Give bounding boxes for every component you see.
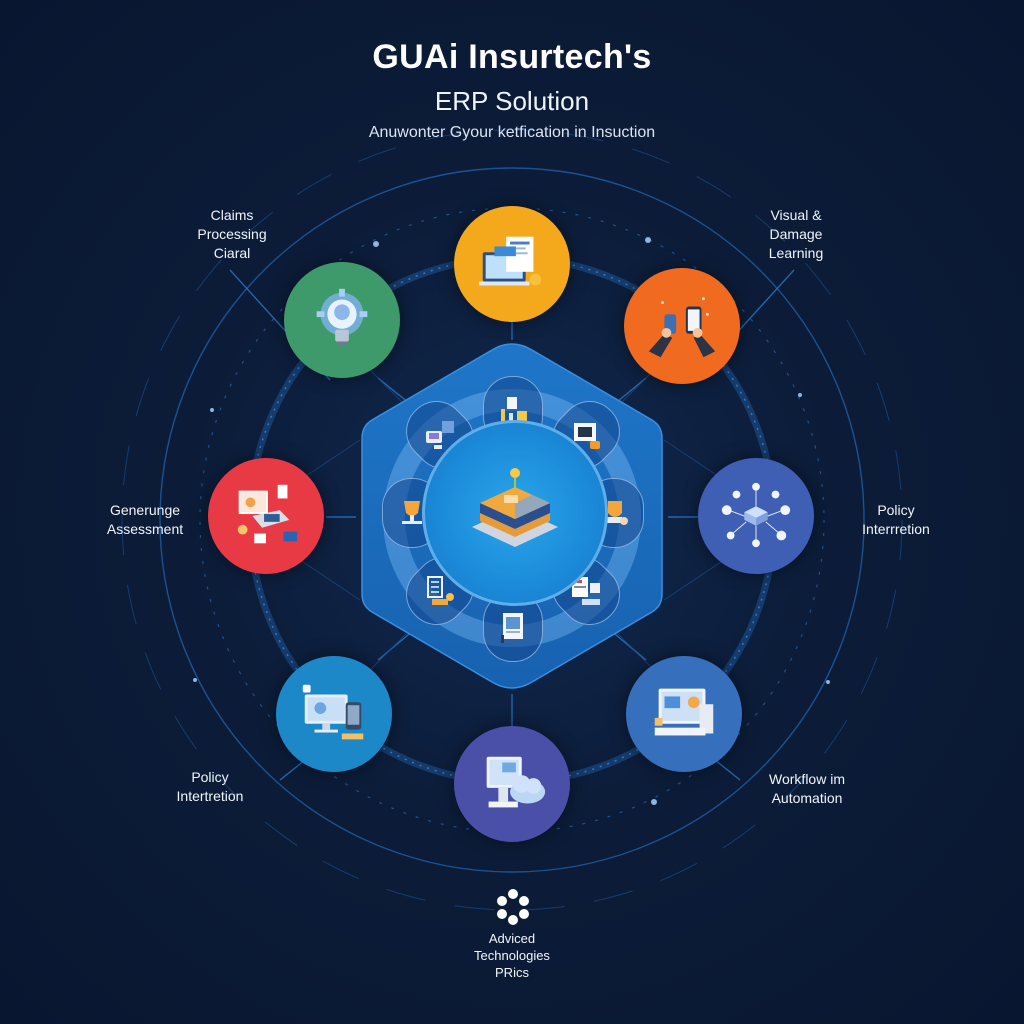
label-line: Ciaral <box>213 245 251 261</box>
node-assessment[interactable] <box>208 458 324 574</box>
label-line: Learning <box>768 245 824 261</box>
mobile-phones-hands-icon <box>648 297 716 358</box>
documents-laptop-icon <box>478 236 542 286</box>
label-advanced-tech: Adviced Technologies PRics <box>452 930 572 981</box>
server-stack-icon <box>472 468 558 547</box>
label-line: Intertretion <box>176 788 244 804</box>
label-workflow: Workflow im Automation <box>748 770 866 808</box>
label-visual-damage: Visual & Damage Learning <box>734 206 858 263</box>
node-cloud-computing[interactable] <box>454 726 570 842</box>
trophy-icon <box>402 501 422 524</box>
node-workflow-automation[interactable] <box>626 656 742 772</box>
shield-hand-icon <box>602 501 628 525</box>
cloud-computer-icon <box>486 756 546 808</box>
pod-terminal-box[interactable] <box>540 389 632 481</box>
notes-stack-icon <box>427 576 454 605</box>
label-line: Claims <box>210 207 254 223</box>
office-computer-icon <box>654 688 714 736</box>
network-hub-icon <box>721 482 791 548</box>
label-line: Visual & <box>770 207 822 223</box>
clipboard-icon <box>501 613 523 643</box>
document-tools-icon <box>501 397 527 423</box>
label-line: Interrretion <box>862 521 930 537</box>
page-tagline: Anuwonter Gyour ketfication in Insuction <box>368 124 656 141</box>
flower-cluster-icon <box>497 889 529 925</box>
label-line: Automation <box>771 790 843 806</box>
terminal-box-icon <box>574 423 600 449</box>
desktop-user-icon <box>426 421 454 449</box>
label-claims-processing: Claims Processing Ciaral <box>170 206 294 263</box>
workstation-desk-icon <box>237 484 298 544</box>
node-claims-processing[interactable] <box>284 262 400 378</box>
page-title: GUAi Insurtech's <box>372 38 652 76</box>
label-line: Processing <box>197 226 267 242</box>
label-policy-right: Policy Interrretion <box>846 501 946 539</box>
label-line: Policy <box>191 769 229 785</box>
label-policy-left: Policy Intertretion <box>150 768 270 806</box>
label-assessment: Generunge Assessment <box>70 501 220 539</box>
label-line: Adviced <box>488 931 536 946</box>
pod-notes-stack[interactable] <box>394 545 486 637</box>
label-line: Technologies <box>474 948 550 963</box>
page-subtitle: ERP Solution <box>434 86 590 116</box>
central-core <box>422 420 608 606</box>
node-policy-right[interactable] <box>698 458 814 574</box>
pod-desktop-user[interactable] <box>394 389 486 481</box>
node-visual-damage[interactable] <box>624 268 740 384</box>
node-policy-left[interactable] <box>276 656 392 772</box>
label-line: Policy <box>877 502 915 518</box>
label-line: Workflow im <box>769 771 845 787</box>
label-line: Generunge <box>109 502 181 518</box>
lightbulb-gear-icon <box>316 288 368 346</box>
label-line: Assessment <box>106 521 184 537</box>
label-line: Damage <box>769 226 823 242</box>
desktop-mobile-icon <box>302 684 364 740</box>
label-line: PRics <box>495 965 529 980</box>
node-documents[interactable] <box>454 206 570 322</box>
